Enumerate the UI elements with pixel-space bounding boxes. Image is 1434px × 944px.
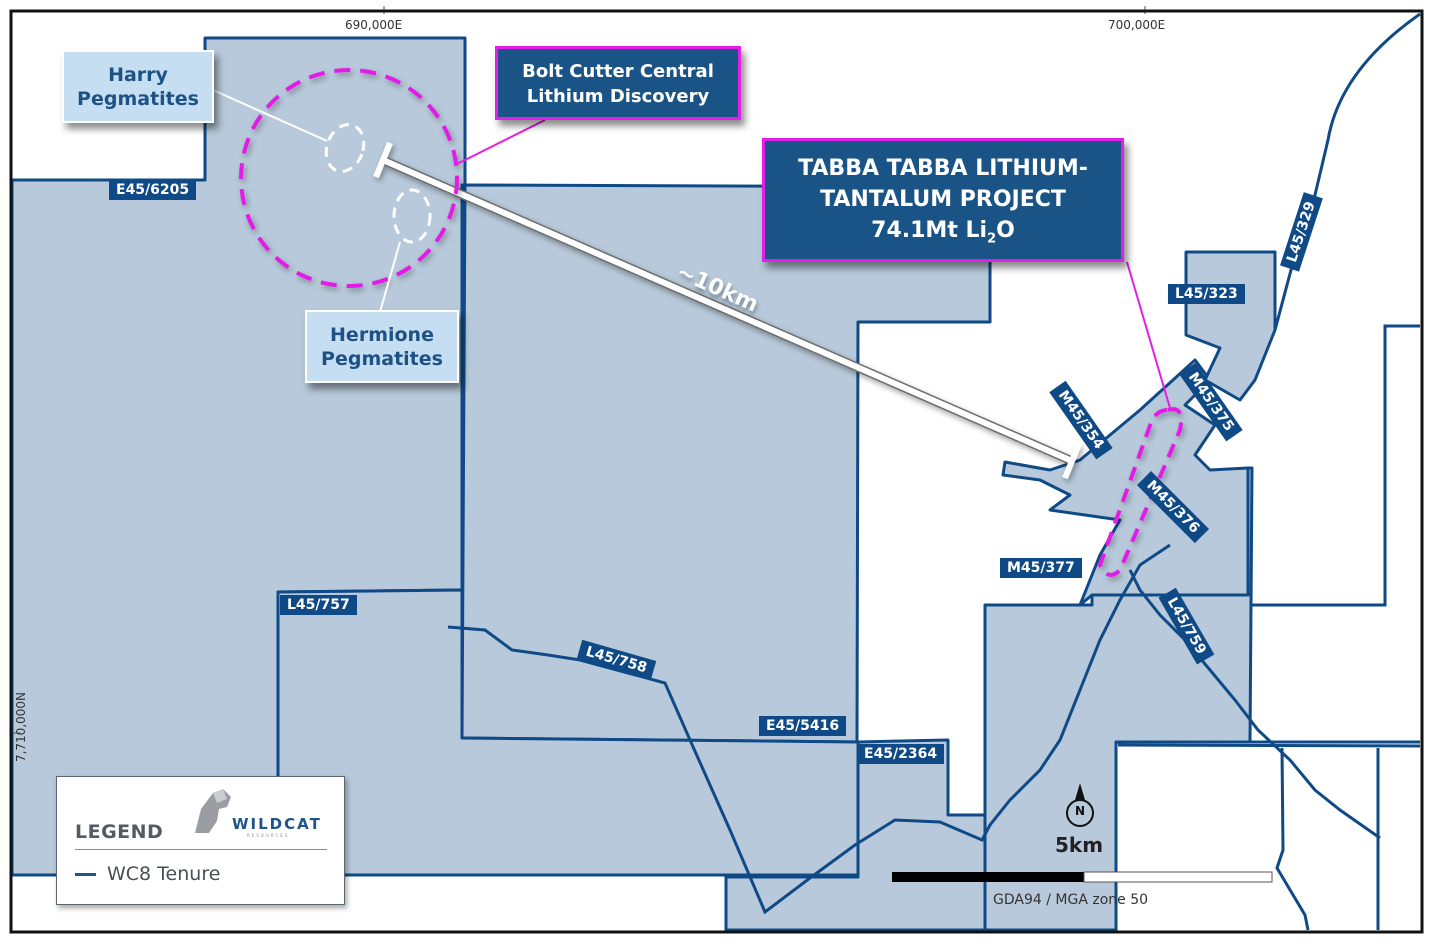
bolt-callout-line1: Bolt Cutter Central <box>522 61 714 82</box>
northing-label-7710000: 7,710,000N <box>14 691 29 763</box>
tabba-callout-line2: TANTALUM PROJECT <box>820 187 1066 212</box>
tenement-l45-329 <box>1273 12 1421 331</box>
harry-callout-line2: Pegmatites <box>77 88 199 110</box>
tenement-label: E45/6205 <box>109 180 197 200</box>
hermione-callout-line1: Hermione <box>330 324 434 346</box>
legend-item-tenure: WC8 Tenure <box>107 863 221 885</box>
easting-label-690000: 690,000E <box>345 18 403 32</box>
tenement-outline-south-inner <box>1275 747 1310 931</box>
north-label: N <box>1075 804 1086 818</box>
scale-label: 5km <box>1055 833 1104 857</box>
hermione-pegmatites-callout: Hermione Pegmatites <box>305 310 459 383</box>
tenement-label: L45/757 <box>280 595 357 615</box>
distance-measure <box>373 141 1082 480</box>
tenement-l45-759 <box>1128 569 1381 840</box>
tabba-tabba-callout: TABBA TABBA LITHIUM- TANTALUM PROJECT 74… <box>762 138 1124 262</box>
wildcat-logo-icon <box>195 789 231 833</box>
harry-callout-line1: Harry <box>108 64 168 86</box>
map-frame <box>9 9 1424 934</box>
legend-divider <box>75 849 327 850</box>
harry-pegmatites-zone <box>324 123 366 173</box>
easting-label-700000: 700,000E <box>1108 18 1166 32</box>
tenement-outline-east <box>1250 324 1420 607</box>
hermione-callout-line2: Pegmatites <box>321 348 443 370</box>
north-arrow-icon <box>1066 783 1094 827</box>
datum-label: GDA94 / MGA zone 50 <box>993 892 1149 908</box>
scale-bar <box>892 871 1273 883</box>
tabba-callout-line1: TABBA TABBA LITHIUM- <box>798 156 1088 181</box>
tenement-l45-758 <box>447 543 1171 915</box>
tenement-label: M45/377 <box>1000 558 1082 578</box>
logo-subtext: RESOURCES <box>247 833 290 838</box>
hermione-leader-line <box>379 241 401 313</box>
bolt-cutter-zone <box>239 68 459 288</box>
harry-leader-line <box>212 89 328 142</box>
bolt-callout-line2: Lithium Discovery <box>526 86 710 107</box>
logo-text: WILDCAT <box>232 815 322 833</box>
tenement-outline-southeast-2 <box>1117 743 1421 748</box>
tabba-leader-line <box>1126 261 1171 409</box>
tabba-tabba-zone <box>1097 407 1184 577</box>
harry-pegmatites-callout: Harry Pegmatites <box>62 50 214 123</box>
tenement-label: E45/2364 <box>857 744 945 764</box>
legend: WILDCAT RESOURCES LEGEND WC8 Tenure <box>56 776 345 905</box>
tenement-label: L45/323 <box>1168 284 1245 304</box>
bolt-cutter-callout: Bolt Cutter Central Lithium Discovery <box>495 46 741 120</box>
tabba-callout-line3: 74.1Mt Li2O <box>871 218 1015 247</box>
tenement-label: E45/5416 <box>759 716 847 736</box>
legend-title: LEGEND <box>75 821 164 843</box>
bolt-cutter-leader-line <box>454 119 546 166</box>
hermione-pegmatites-zone <box>392 188 432 244</box>
tenement-m45-complex <box>1001 358 1250 607</box>
legend-swatch-tenure <box>75 873 96 876</box>
